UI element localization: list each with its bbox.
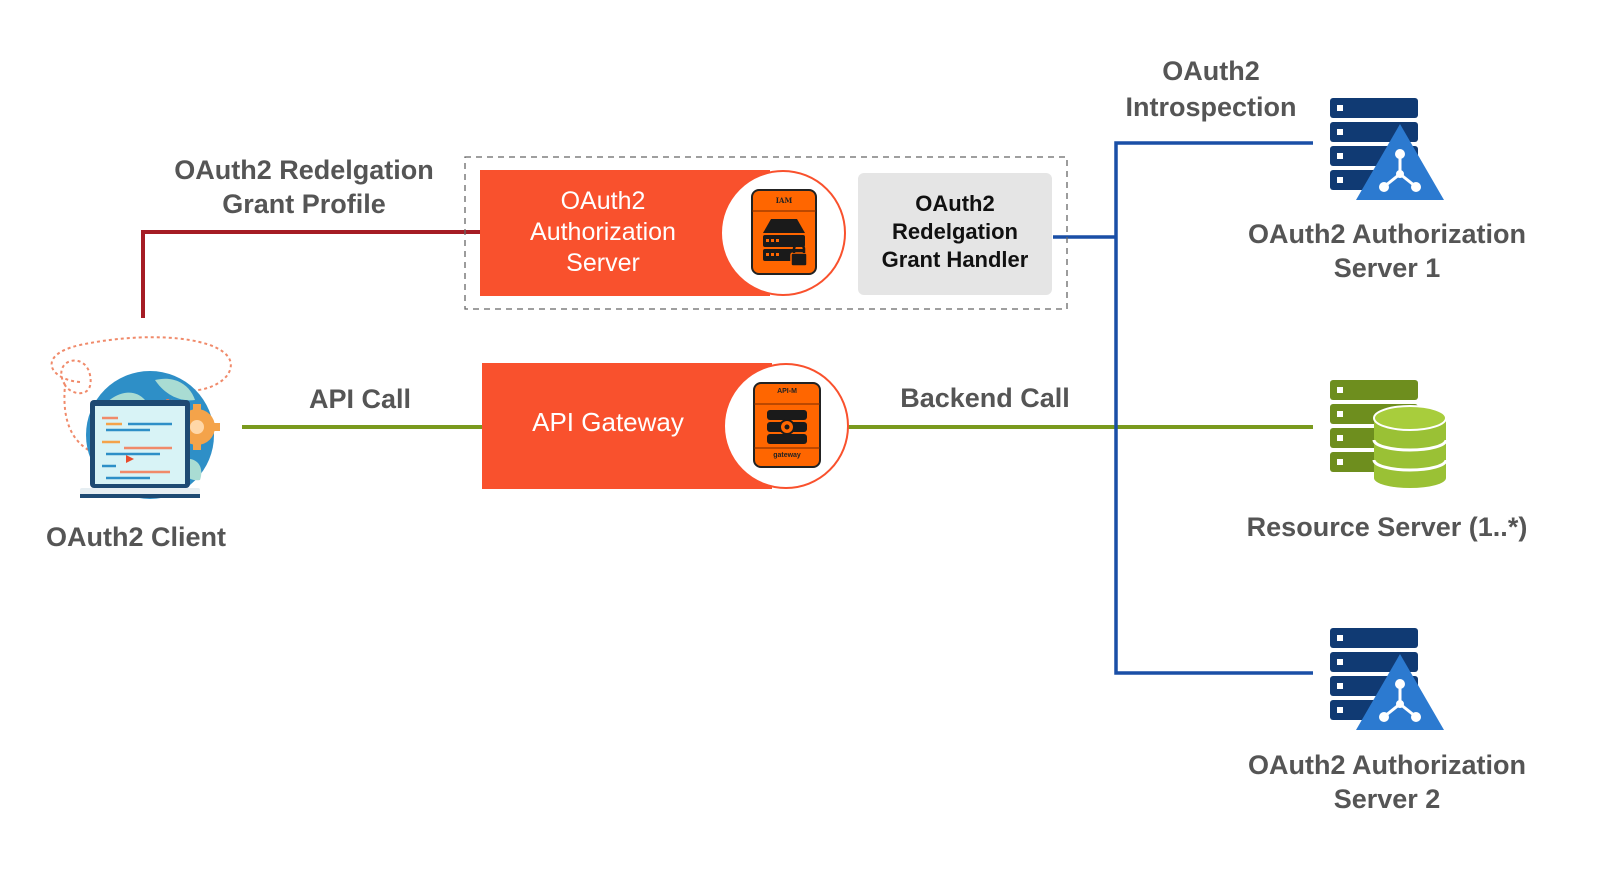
redelegation-label: OAuth2 Redelgation Grant Profile <box>150 153 458 221</box>
laptop-globe-gear-icon <box>50 336 232 499</box>
introspection-label-line-1: OAuth2 <box>1162 56 1260 86</box>
authorization-server-2-icon <box>1328 626 1448 732</box>
grant-handler-label-line-1: OAuth2 <box>915 191 995 216</box>
iam-server-icon: IAM <box>751 189 817 275</box>
iam-caption: IAM <box>775 196 793 205</box>
grant-handler-label-line-3: Grant Handler <box>881 247 1029 272</box>
introspection-trunk <box>1114 141 1313 675</box>
oauth2-client-node <box>40 330 250 510</box>
api-m-caption: API-M <box>777 388 797 395</box>
redelegation-label-line-2: Grant Profile <box>222 189 386 219</box>
authorization-server-label-line-2: Authorization <box>530 218 676 246</box>
oauth2-client-label: OAuth2 Client <box>46 522 226 552</box>
api-gateway-icon: API-M gateway <box>753 382 821 468</box>
authorization-group-box <box>464 156 1068 310</box>
redelegation-label-line-1: OAuth2 Redelgation <box>174 155 434 185</box>
resource-server-label: Resource Server (1..*) <box>1246 512 1528 542</box>
resource-server-icon <box>1328 378 1448 490</box>
authorization-server-1-label: OAuth2 Authorization Server 1 <box>1226 217 1548 285</box>
redelegation-line <box>141 230 482 318</box>
introspection-label-line-2: Introspection <box>1125 92 1297 122</box>
authorization-server-label: OAuth2 Authorization Server <box>480 186 726 279</box>
introspection-label: OAuth2 Introspection <box>1100 53 1322 125</box>
gateway-caption: gateway <box>773 452 801 459</box>
authorization-server-1-label-line-2: Server 1 <box>1333 253 1441 283</box>
authorization-server-label-line-1: OAuth2 <box>560 187 646 215</box>
redelegation-grant-handler-node <box>858 173 1052 295</box>
backend-call-label: Backend Call <box>900 383 1070 413</box>
authorization-server-2-label-line-2: Server 2 <box>1333 784 1441 814</box>
grant-handler-label-line-2: Redelgation <box>892 219 1018 244</box>
authorization-server-label-line-3: Server <box>566 249 640 277</box>
grant-handler-label: OAuth2 Redelgation Grant Handler <box>858 190 1052 274</box>
authorization-server-1-label-line-1: OAuth2 Authorization <box>1248 219 1526 249</box>
authorization-server-2-label: OAuth2 Authorization Server 2 <box>1226 748 1548 816</box>
authorization-server-2-label-line-1: OAuth2 Authorization <box>1248 750 1526 780</box>
api-call-label: API Call <box>308 384 412 414</box>
api-gateway-label: API Gateway <box>532 407 684 437</box>
authorization-server-1-icon <box>1328 96 1448 202</box>
